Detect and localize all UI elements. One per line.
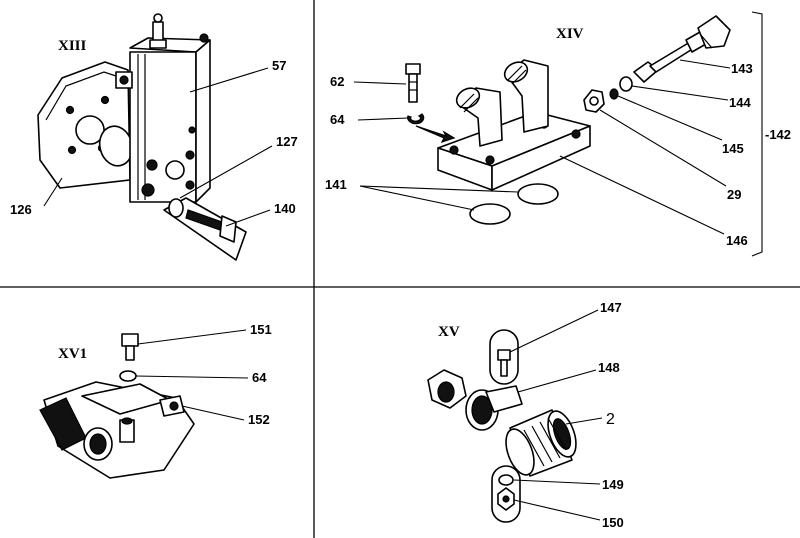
callout-29: 29 bbox=[727, 187, 741, 202]
top-fitting bbox=[149, 13, 209, 49]
leader-141-a bbox=[359, 185, 475, 211]
callout-64-xiv: 64 bbox=[330, 112, 345, 127]
sleeve-2 bbox=[505, 409, 577, 477]
callout-141: 141 bbox=[325, 177, 347, 192]
leader-62 bbox=[353, 81, 407, 85]
callout-148: 148 bbox=[598, 360, 620, 375]
callout-2: 2 bbox=[606, 411, 615, 428]
panel-xiii: XIII bbox=[10, 13, 298, 261]
panel-xiv-title: XIV bbox=[556, 26, 584, 42]
leader-146 bbox=[559, 155, 725, 235]
leader-64 bbox=[357, 117, 409, 121]
leader-141-b bbox=[359, 185, 519, 193]
callout-144: 144 bbox=[729, 95, 751, 110]
assembly-arrow bbox=[415, 125, 456, 144]
leader-126 bbox=[43, 177, 63, 207]
leader-29 bbox=[599, 109, 727, 187]
valve-block-57 bbox=[129, 37, 211, 203]
panel-xiii-title: XIII bbox=[58, 38, 87, 54]
leader-2 bbox=[565, 417, 603, 425]
panel-xv: XV bbox=[427, 300, 624, 530]
leader-147 bbox=[509, 309, 599, 353]
callout-127: 127 bbox=[276, 134, 298, 149]
group-bracket-142 bbox=[751, 11, 763, 257]
callout-147: 147 bbox=[600, 300, 622, 315]
leader-144 bbox=[631, 85, 729, 101]
bracket-152 bbox=[39, 381, 195, 479]
callout-64-xvi: 64 bbox=[252, 370, 267, 385]
nut-29 bbox=[583, 89, 605, 113]
callout-57: 57 bbox=[272, 58, 286, 73]
leader-145 bbox=[617, 95, 723, 141]
washer-145 bbox=[609, 88, 619, 100]
hex-fitting bbox=[427, 369, 467, 409]
manifold-base-146 bbox=[437, 111, 591, 191]
elbow-fitting-right bbox=[503, 59, 549, 133]
callout-152: 152 bbox=[248, 412, 270, 427]
bolt-assembly-140 bbox=[163, 197, 247, 261]
lock-washer-64 bbox=[407, 113, 425, 125]
leader-150 bbox=[513, 499, 601, 521]
callout-126: 126 bbox=[10, 202, 32, 217]
leader-151 bbox=[137, 329, 247, 345]
leader-148 bbox=[517, 369, 597, 393]
panel-xiv: XIV bbox=[325, 11, 791, 257]
bolt-151 bbox=[121, 333, 139, 361]
leader-127 bbox=[179, 145, 273, 199]
side-plug bbox=[115, 71, 133, 89]
callout-62: 62 bbox=[330, 74, 344, 89]
leader-149 bbox=[513, 479, 601, 485]
seal-144 bbox=[619, 76, 633, 92]
callout-142: -142 bbox=[765, 127, 791, 142]
washer-64-xvi bbox=[119, 370, 137, 382]
panel-xv-title: XV bbox=[438, 324, 460, 340]
callout-151: 151 bbox=[250, 322, 272, 337]
callout-145: 145 bbox=[722, 141, 744, 156]
callout-140: 140 bbox=[274, 201, 296, 216]
leader-140 bbox=[225, 209, 271, 227]
callout-149: 149 bbox=[602, 477, 624, 492]
leader-64-xvi bbox=[135, 375, 249, 379]
leader-57 bbox=[189, 67, 269, 93]
valve-143 bbox=[633, 15, 731, 83]
callout-143: 143 bbox=[731, 61, 753, 76]
leader-152 bbox=[181, 405, 245, 421]
elbow-fitting-left bbox=[455, 87, 503, 147]
o-ring-141-b bbox=[517, 183, 559, 205]
leader-143 bbox=[679, 59, 731, 69]
callout-146: 146 bbox=[726, 233, 748, 248]
panel-xvi-title: XV1 bbox=[58, 346, 87, 362]
bolt-62 bbox=[405, 63, 421, 103]
bolt-147 bbox=[489, 329, 519, 385]
o-ring-141-a bbox=[469, 203, 511, 225]
clamp-148 bbox=[465, 385, 523, 431]
washer-plate-149 bbox=[491, 465, 521, 523]
panel-xvi: XV1 151 64 152 bbox=[39, 322, 272, 479]
callout-150: 150 bbox=[602, 515, 624, 530]
